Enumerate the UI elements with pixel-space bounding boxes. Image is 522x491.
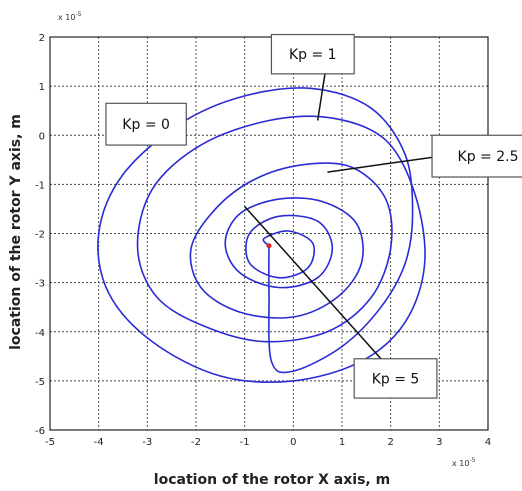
x-tick-label: -3 bbox=[142, 437, 152, 448]
plot-frame bbox=[49, 36, 489, 431]
annotation-boxes: Kp = 0 Kp = 1 Kp = 2.5 Kp = 5 bbox=[105, 33, 522, 399]
x-tick-label: 1 bbox=[339, 437, 345, 448]
y-tick-label: -3 bbox=[35, 279, 45, 290]
x-tick-label: 0 bbox=[290, 437, 296, 448]
y-tick-label: -6 bbox=[35, 426, 45, 437]
x-tick-label: 2 bbox=[387, 437, 393, 448]
y-tick-label: 2 bbox=[39, 33, 45, 44]
y-tick-label: -4 bbox=[35, 328, 45, 339]
x-tick-label: 4 bbox=[485, 437, 491, 448]
y-axis-label: location of the rotor Y axis, m bbox=[8, 114, 24, 350]
annotation-pointer bbox=[327, 156, 433, 173]
y-tick-label: 0 bbox=[39, 131, 45, 142]
y-tick-label: -5 bbox=[35, 377, 45, 388]
annotation-box bbox=[270, 33, 355, 75]
annotation-box bbox=[353, 358, 438, 399]
x-tick-label: -5 bbox=[45, 437, 55, 448]
annotation-box bbox=[431, 134, 522, 178]
x-exponent: x 10-5 bbox=[452, 457, 476, 468]
annotation-pointer bbox=[316, 73, 326, 121]
annotation-pointers bbox=[244, 73, 433, 360]
x-tick-label: -4 bbox=[94, 437, 104, 448]
annotation-box bbox=[105, 102, 187, 146]
annotation-pointer bbox=[244, 205, 382, 360]
orbit-series bbox=[97, 87, 426, 383]
center-point bbox=[266, 243, 272, 249]
y-tick-label: -1 bbox=[35, 180, 45, 191]
x-tick-label: 3 bbox=[436, 437, 442, 448]
annotation-label: Kp = 5 bbox=[372, 371, 420, 387]
x-axis-label: location of the rotor X axis, m bbox=[154, 472, 390, 488]
annotation-label: Kp = 0 bbox=[122, 117, 170, 133]
y-tick-label: -2 bbox=[35, 230, 45, 241]
y-tick-label: 1 bbox=[39, 82, 45, 93]
annotation-label: Kp = 1 bbox=[289, 47, 337, 63]
y-exponent: x 10-5 bbox=[58, 11, 82, 22]
x-tick-label: -1 bbox=[240, 437, 250, 448]
x-tick-label: -2 bbox=[191, 437, 201, 448]
orbit-line bbox=[97, 87, 426, 383]
annotation-label: Kp = 2.5 bbox=[458, 149, 519, 165]
plot-border bbox=[49, 36, 489, 431]
